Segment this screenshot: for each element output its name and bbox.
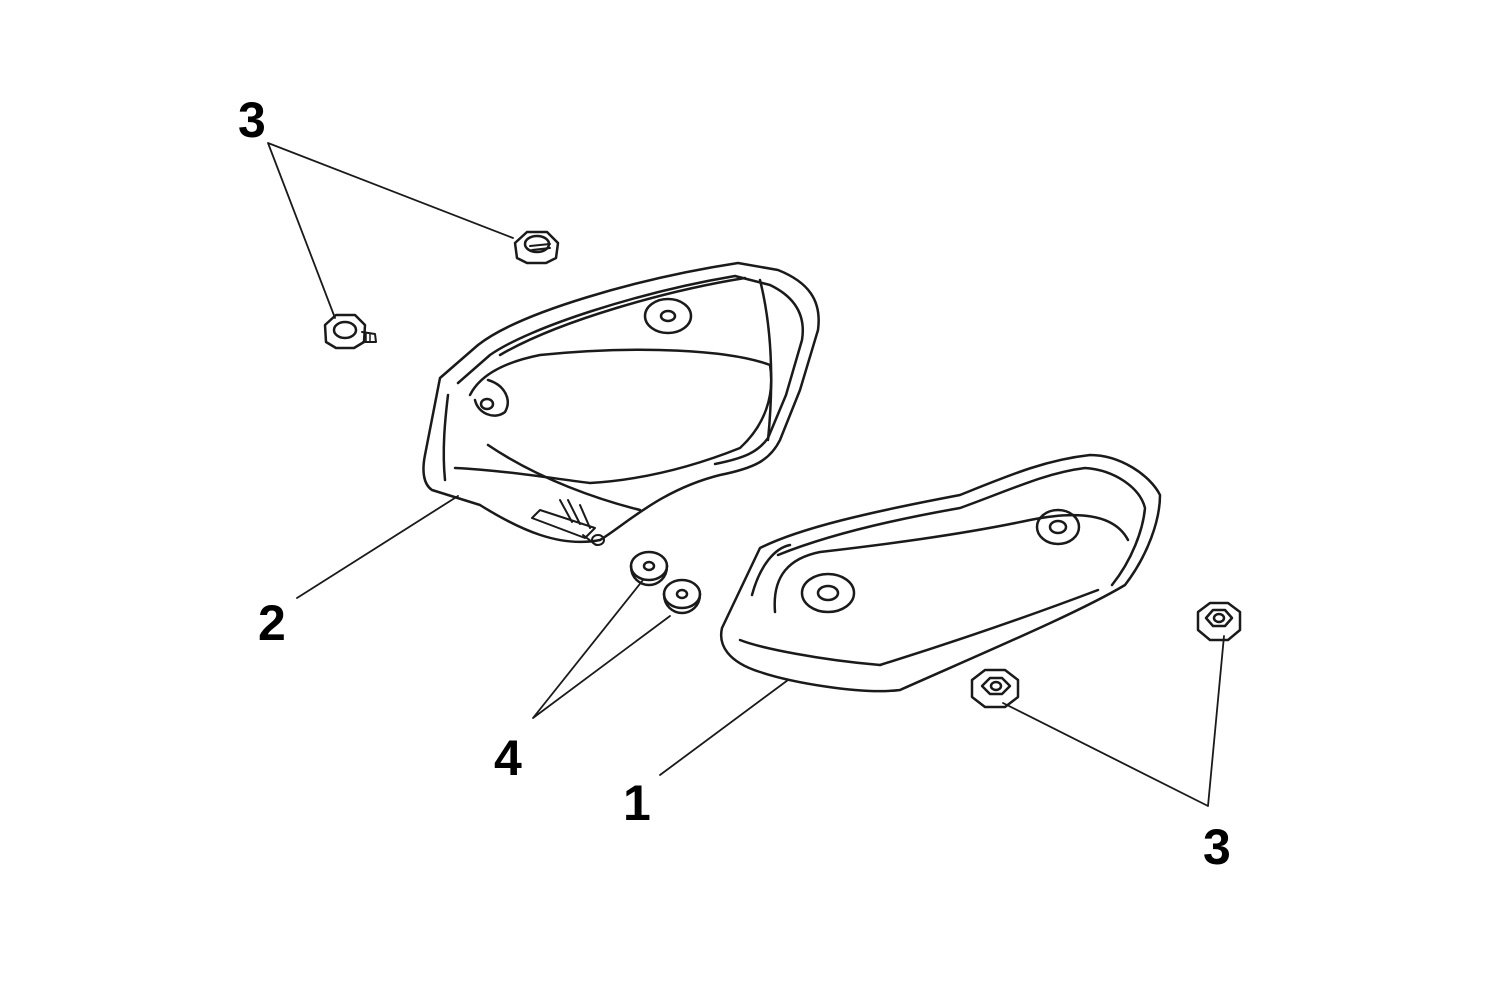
fastener-upper-left	[323, 313, 377, 350]
leader-line-4	[532, 579, 671, 719]
callout-3-bottom: 3	[1203, 819, 1231, 875]
leader-line-1	[659, 679, 789, 776]
leader-line-3-top	[267, 142, 514, 319]
callout-3-top: 3	[238, 92, 266, 148]
fastener-upper-right	[513, 230, 560, 265]
washer-upper	[629, 550, 669, 587]
leader-line-3-bottom	[1002, 635, 1225, 807]
washer-lower	[662, 578, 702, 615]
fastener-lower-left	[970, 668, 1020, 709]
fastener-lower-right	[1196, 601, 1242, 642]
callout-1: 1	[623, 775, 651, 831]
callout-4: 4	[494, 730, 522, 786]
right-cover-part	[719, 453, 1162, 693]
callout-2: 2	[258, 595, 286, 651]
leader-line-2	[296, 495, 459, 599]
left-cover-part	[422, 261, 820, 546]
